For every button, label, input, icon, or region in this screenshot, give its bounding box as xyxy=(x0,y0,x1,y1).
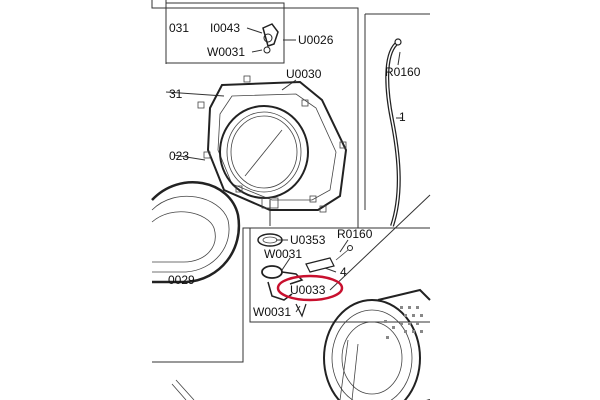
label-r0160-mid: R0160 xyxy=(337,227,373,241)
label-0029: 0029 xyxy=(168,273,195,287)
label-w0031-bot: W0031 xyxy=(253,305,291,319)
label-w0031-top: W0031 xyxy=(207,45,245,59)
label-023: 023 xyxy=(169,149,189,163)
label-u0353: U0353 xyxy=(290,233,326,247)
label-1: 1 xyxy=(399,110,406,124)
frame-lines xyxy=(151,0,431,363)
label-u0026: U0026 xyxy=(298,33,334,47)
highlight-ellipse xyxy=(276,274,344,302)
label-4: 4 xyxy=(340,265,347,279)
label-i0043: I0043 xyxy=(210,21,240,35)
hose-1 xyxy=(385,38,402,227)
door-gasket-0029 xyxy=(151,181,241,284)
label-u0033: U0033 xyxy=(290,283,326,297)
leader-lines xyxy=(165,27,402,313)
label-r0160-top: R0160 xyxy=(385,65,421,79)
label-u0030: U0030 xyxy=(286,67,322,81)
drum xyxy=(171,288,431,400)
valve-part-i0043 xyxy=(262,23,279,54)
front-frame-u0030 xyxy=(197,75,348,213)
part-labels: 031 I0043 W0031 U0026 U0030 31 R0160 1 0… xyxy=(168,21,421,319)
label-31-left: 31 xyxy=(169,87,183,101)
label-031-top: 031 xyxy=(169,21,189,35)
label-w0031-mid: W0031 xyxy=(264,247,302,261)
